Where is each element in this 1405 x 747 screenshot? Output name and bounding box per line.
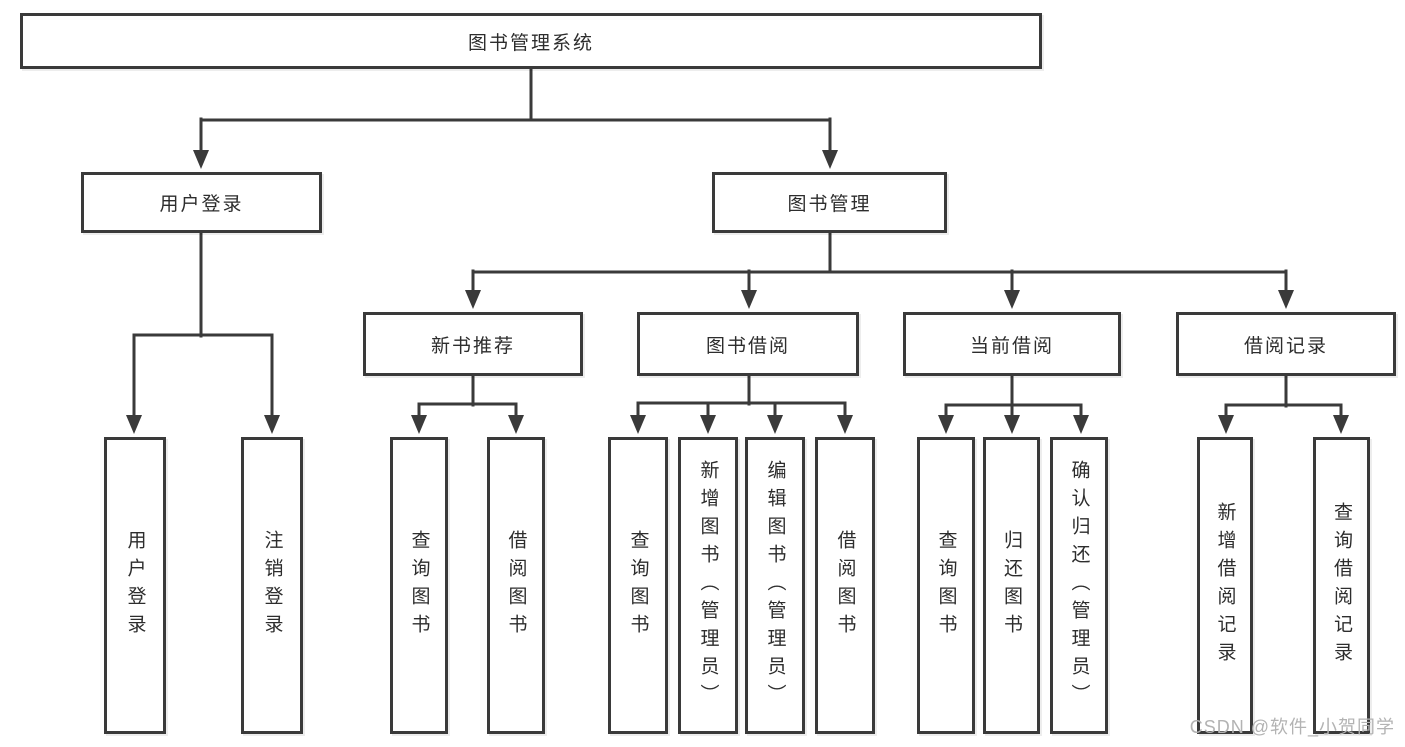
arrowhead-icon xyxy=(1004,415,1020,434)
leaf-label: 新增借阅记录 xyxy=(1214,501,1236,670)
leaf-query-borrow-record: 查询借阅记录 xyxy=(1313,437,1370,734)
node-current-borrowing: 当前借阅 xyxy=(903,312,1121,376)
leaf-label: 注销登录 xyxy=(261,529,283,642)
arrowhead-icon xyxy=(1004,290,1020,309)
leaf-label: 确认归还（管理员） xyxy=(1068,459,1090,712)
connector-user-login-to-leaves xyxy=(126,230,280,434)
leaf-user-login: 用户登录 xyxy=(104,437,166,734)
leaf-edit-books-admin: 编辑图书（管理员） xyxy=(745,437,805,734)
connector-borrowing-records-to-leaves xyxy=(1218,373,1349,434)
arrowhead-icon xyxy=(1218,415,1234,434)
leaf-add-borrow-record: 新增借阅记录 xyxy=(1197,437,1253,734)
arrowhead-icon xyxy=(411,415,427,434)
leaf-borrow-books: 借阅图书 xyxy=(815,437,875,734)
leaf-label: 用户登录 xyxy=(124,529,146,642)
leaf-label: 借阅图书 xyxy=(834,529,856,642)
leaf-label: 归还图书 xyxy=(1001,529,1022,642)
arrowhead-icon xyxy=(741,290,757,309)
arrowhead-icon xyxy=(126,415,142,434)
arrowhead-icon xyxy=(1278,290,1294,309)
node-book-management: 图书管理 xyxy=(712,172,947,233)
leaf-query-books-borrowing: 查询图书 xyxy=(608,437,668,734)
node-label: 图书管理 xyxy=(787,194,872,215)
arrowhead-icon xyxy=(1073,415,1089,434)
leaf-label: 借阅图书 xyxy=(505,529,527,642)
arrowhead-icon xyxy=(938,415,954,434)
leaf-label: 查询图书 xyxy=(627,529,649,642)
leaf-add-books-admin: 新增图书（管理员） xyxy=(678,437,738,734)
node-label: 当前借阅 xyxy=(969,335,1054,357)
arrowhead-icon xyxy=(193,150,209,169)
node-label: 借阅记录 xyxy=(1243,335,1328,357)
node-label: 图书管理系统 xyxy=(467,32,594,54)
node-label: 图书借阅 xyxy=(705,335,790,357)
node-label: 用户登录 xyxy=(159,194,244,215)
node-library-management-system: 图书管理系统 xyxy=(20,13,1042,69)
leaf-label: 查询图书 xyxy=(935,529,957,642)
node-borrowing-records: 借阅记录 xyxy=(1176,312,1396,376)
arrowhead-icon xyxy=(465,290,481,309)
node-user-login: 用户登录 xyxy=(81,172,322,233)
arrowhead-icon xyxy=(767,415,783,434)
node-label: 新书推荐 xyxy=(430,335,515,357)
arrowhead-icon xyxy=(508,415,524,434)
leaf-label: 编辑图书（管理员） xyxy=(764,459,786,712)
leaf-borrow-books-recommendation: 借阅图书 xyxy=(487,437,545,734)
connector-current-borrowing-to-leaves xyxy=(938,373,1089,434)
leaf-return-books: 归还图书 xyxy=(983,437,1040,734)
leaf-confirm-return-admin: 确认归还（管理员） xyxy=(1050,437,1108,734)
arrowhead-icon xyxy=(700,415,716,434)
connector-book-borrowing-to-leaves xyxy=(630,373,853,434)
node-new-book-recommendation: 新书推荐 xyxy=(363,312,583,376)
leaf-label: 查询借阅记录 xyxy=(1331,501,1352,670)
leaf-label: 新增图书（管理员） xyxy=(697,459,719,712)
node-book-borrowing: 图书借阅 xyxy=(637,312,859,376)
leaf-label: 查询图书 xyxy=(408,529,430,642)
connector-new-book-recommendation-to-leaves xyxy=(411,373,524,434)
arrowhead-icon xyxy=(630,415,646,434)
arrowhead-icon xyxy=(822,150,838,169)
arrowhead-icon xyxy=(1333,415,1349,434)
arrowhead-icon xyxy=(837,415,853,434)
leaf-query-books-recommendation: 查询图书 xyxy=(390,437,448,734)
connector-root-to-level2 xyxy=(193,66,838,169)
leaf-logout: 注销登录 xyxy=(241,437,303,734)
connector-book-management-to-level3 xyxy=(465,230,1294,309)
arrowhead-icon xyxy=(264,415,280,434)
watermark: CSDN @软件_小贺同学 xyxy=(1189,717,1395,737)
leaf-query-books-current: 查询图书 xyxy=(917,437,975,734)
